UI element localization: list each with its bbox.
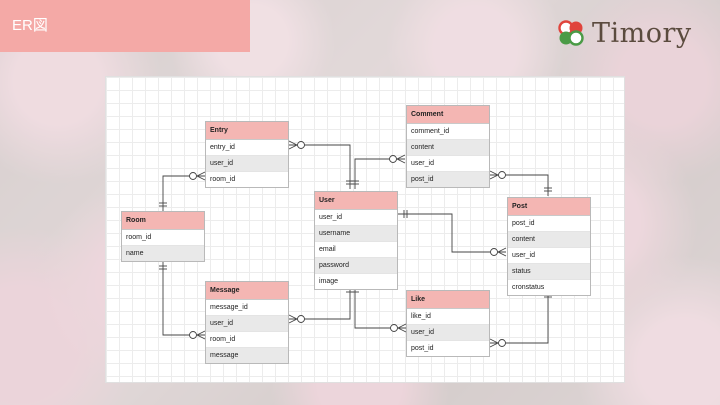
entity-field: message [206,348,288,363]
entity-field: user_id [407,156,489,172]
entity-field: user_id [315,210,397,226]
entity-field: content [508,232,590,248]
entity-field: image [319,278,339,285]
entity-field: message_id [206,300,288,316]
entity-room[interactable]: Room room_id name [121,211,205,262]
entity-field: password [315,258,397,274]
entity-field: email [315,242,397,258]
entity-title: User [315,192,397,210]
entity-like[interactable]: Like like_id user_id post_id [406,290,490,357]
entity-entry[interactable]: Entry entry_id user_id room_id [205,121,289,188]
entity-user[interactable]: User user_id username email password ima… [314,191,398,290]
entity-post[interactable]: Post post_id content user_id status cron… [507,197,591,296]
entity-title: Room [122,212,204,230]
entity-field: post_id [407,172,489,187]
entity-field: post_id [508,216,590,232]
entity-field: user_id [407,325,489,341]
brand-name: Timory [592,17,692,49]
entity-field: comment_id [407,124,489,140]
entity-field: post_id [411,345,434,352]
entity-title: Comment [407,106,489,124]
entity-field: room_id [206,332,288,348]
clover-logo-icon [558,20,584,46]
entity-field: like_id [407,309,489,325]
entity-field: username [315,226,397,242]
entity-comment[interactable]: Comment comment_id content user_id post_… [406,105,490,188]
entity-field: room_id [122,230,204,246]
entity-field: cronstatus [512,284,545,291]
brand-logo: Timory [556,16,692,50]
entity-message[interactable]: Message message_id user_id room_id messa… [205,281,289,364]
entity-title: Entry [206,122,288,140]
entity-field: entry_id [206,140,288,156]
entity-title: Like [407,291,489,309]
entity-field: content [407,140,489,156]
entity-field: status [508,264,590,280]
entity-field: name [122,246,204,261]
slide-title: ER図 [0,0,250,52]
slide-title-text: ER図 [12,17,48,34]
entity-field: user_id [206,156,288,172]
entity-field: room_id [210,176,236,183]
entity-field: user_id [206,316,288,332]
entity-title: Post [508,198,590,216]
entity-field: user_id [508,248,590,264]
entity-title: Message [206,282,288,300]
